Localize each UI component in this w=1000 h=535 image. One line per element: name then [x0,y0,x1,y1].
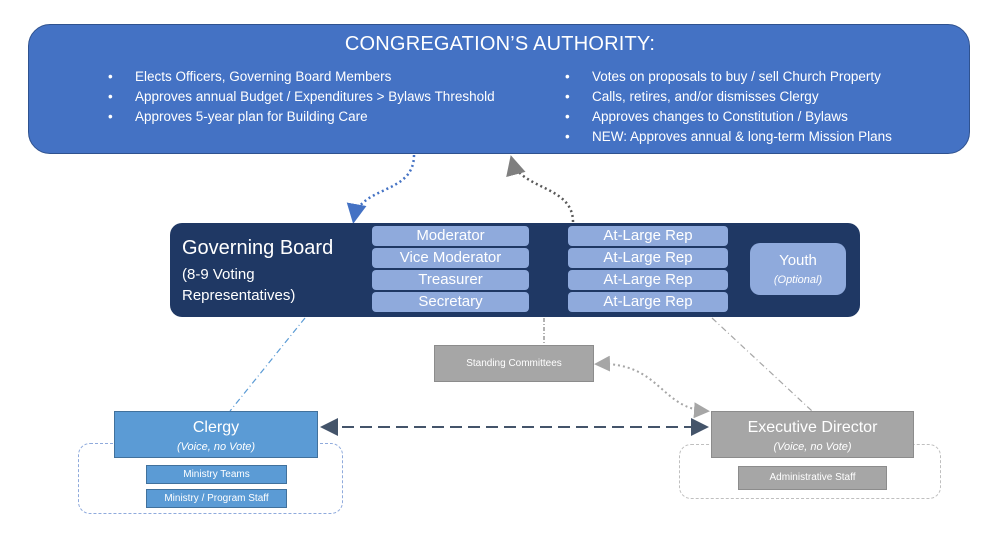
clergy-title: Clergy [192,419,240,436]
board-exec-line [711,317,813,412]
list-item: NEW: Approves annual & long-term Mission… [562,127,962,147]
list-item: Calls, retires, and/or dismisses Clergy [562,87,962,107]
officer-moderator: Moderator [372,226,529,246]
youth-rep-box: Youth (Optional) [750,243,846,295]
list-item: Approves changes to Constitution / Bylaw… [562,107,962,127]
congregation-authority-box: CONGREGATION’S AUTHORITY: Elects Officer… [28,24,970,154]
congregation-left-list: Elects Officers, Governing Board Members… [105,67,555,127]
board-subtitle: (8-9 Voting Representatives) [182,264,295,306]
congregation-right-list: Votes on proposals to buy / sell Church … [562,67,962,147]
youth-note: (Optional) [773,274,823,286]
at-large-rep: At-Large Rep [568,270,728,290]
administrative-staff-box: Administrative Staff [738,466,887,490]
governing-board-box: Governing Board (8-9 Voting Representati… [170,223,860,317]
executive-director-box: Executive Director (Voice, no Vote) [711,411,914,458]
at-large-rep: At-Large Rep [568,248,728,268]
board-subtitle-line: (8-9 Voting [182,266,255,283]
officer-treasurer: Treasurer [372,270,529,290]
board-subtitle-line: Representatives) [182,287,296,304]
at-large-rep: At-Large Rep [568,226,728,246]
list-item: Votes on proposals to buy / sell Church … [562,67,962,87]
board-clergy-line [229,317,306,412]
congregation-to-board-arrow [346,154,416,224]
board-to-congregation-arrow [506,155,575,223]
clergy-box: Clergy (Voice, no Vote) [114,411,318,458]
officer-vice-moderator: Vice Moderator [372,248,529,268]
list-item: Approves annual Budget / Expenditures > … [105,87,555,107]
list-item: Approves 5-year plan for Building Care [105,107,555,127]
exec-note: (Voice, no Vote) [773,441,852,453]
exec-title: Executive Director [747,419,878,436]
youth-label: Youth [779,252,817,269]
ministry-teams-box: Ministry Teams [146,465,287,484]
standing-exec-arrow [594,355,710,419]
ministry-program-staff-box: Ministry / Program Staff [146,489,287,508]
list-item: Elects Officers, Governing Board Members [105,67,555,87]
standing-committees-box: Standing Committees [434,345,594,382]
board-title: Governing Board [182,237,334,259]
officer-secretary: Secretary [372,292,529,312]
congregation-title: CONGREGATION’S AUTHORITY: [344,33,656,55]
clergy-note: (Voice, no Vote) [176,441,256,453]
at-large-rep: At-Large Rep [568,292,728,312]
